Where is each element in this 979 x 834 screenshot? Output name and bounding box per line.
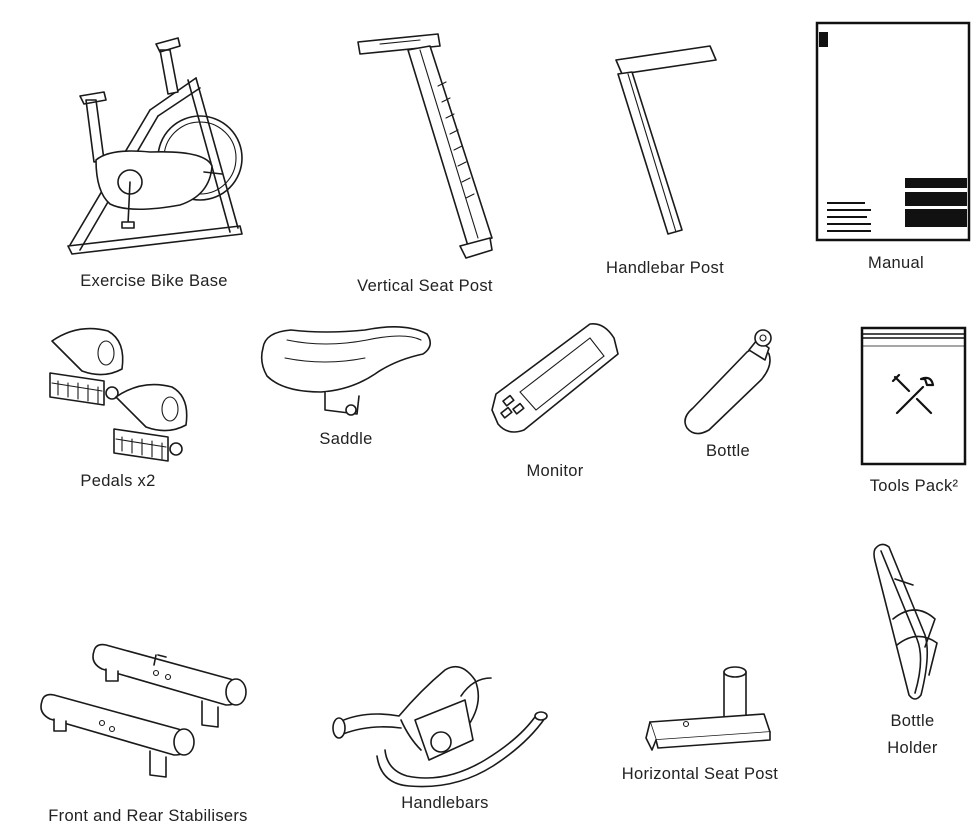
tools-pack-drawing bbox=[855, 322, 975, 502]
tools-wrench-screwdriver-icon bbox=[893, 375, 933, 413]
part-manual: Manual bbox=[815, 20, 975, 280]
label-exercise-bike-base: Exercise Bike Base bbox=[80, 272, 228, 290]
part-horizontal-seat-post: Horizontal Seat Post bbox=[610, 660, 795, 790]
label-saddle: Saddle bbox=[319, 430, 373, 448]
part-handlebars: Handlebars bbox=[325, 660, 560, 820]
label-pedals: Pedals x2 bbox=[80, 472, 156, 490]
label-horizontal-seat-post: Horizontal Seat Post bbox=[621, 765, 779, 783]
part-exercise-bike-base: Exercise Bike Base bbox=[0, 0, 300, 300]
saddle-drawing bbox=[255, 318, 440, 458]
horizontal-seat-post-drawing bbox=[610, 660, 795, 790]
label-monitor: Monitor bbox=[526, 462, 584, 480]
part-bottle: Bottle bbox=[665, 318, 795, 468]
label-bottle-holder-line2: Holder bbox=[887, 739, 938, 757]
manual-drawing bbox=[815, 20, 975, 280]
label-handlebars: Handlebars bbox=[401, 794, 489, 812]
exercise-bike-base-drawing bbox=[0, 0, 300, 300]
label-handlebar-post: Handlebar Post bbox=[606, 259, 724, 277]
handlebars-drawing bbox=[325, 660, 560, 820]
handlebar-post-drawing bbox=[590, 30, 750, 290]
part-bottle-holder: Bottle Holder bbox=[855, 535, 970, 765]
label-vertical-seat-post: Vertical Seat Post bbox=[357, 277, 493, 295]
stabilisers-drawing bbox=[30, 635, 270, 834]
part-saddle: Saddle bbox=[255, 318, 440, 458]
pedals-drawing bbox=[30, 315, 210, 500]
label-manual: Manual bbox=[868, 254, 924, 272]
label-tools-pack: Tools Pack² bbox=[869, 477, 959, 495]
vertical-seat-post-drawing bbox=[330, 20, 530, 305]
part-stabilisers: Front and Rear Stabilisers bbox=[30, 635, 270, 834]
label-bottle-holder-line1: Bottle bbox=[890, 712, 935, 730]
part-pedals: Pedals x2 bbox=[30, 315, 210, 500]
bottle-drawing bbox=[665, 318, 795, 468]
monitor-drawing bbox=[480, 318, 630, 488]
label-bottle: Bottle bbox=[706, 442, 750, 460]
bottle-holder-drawing bbox=[855, 535, 970, 765]
label-stabilisers: Front and Rear Stabilisers bbox=[48, 807, 248, 825]
part-handlebar-post: Handlebar Post bbox=[590, 30, 750, 290]
part-tools-pack: Tools Pack² bbox=[855, 322, 975, 502]
part-vertical-seat-post: Vertical Seat Post bbox=[330, 20, 530, 305]
part-monitor: Monitor bbox=[480, 318, 630, 488]
